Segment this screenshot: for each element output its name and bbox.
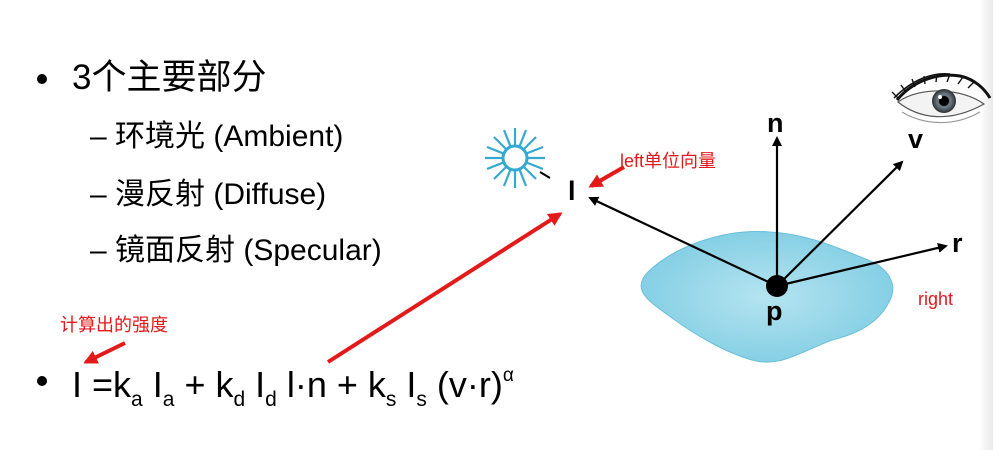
sub-item-diffuse: – 漫反射 (Diffuse) — [90, 180, 326, 210]
formula-Id: I — [245, 364, 266, 405]
formula-eq-k: =k — [82, 364, 132, 405]
formula-sub-a: a — [131, 388, 143, 411]
formula-sub-d: d — [233, 388, 246, 411]
formula-sub-s: s — [416, 388, 427, 411]
formula-Is: I — [396, 364, 417, 405]
formula-I: I — [72, 364, 83, 405]
sub-item-ambient-text: 环境光 (Ambient) — [115, 120, 344, 153]
label-l: l — [568, 176, 576, 206]
eye-icon — [891, 72, 992, 124]
annotation-intensity: 计算出的强度 — [60, 315, 168, 335]
annotation-left-unit-vector: left单位向量 — [620, 151, 717, 171]
formula-plus-kd: + k — [174, 364, 234, 405]
red-arrow-formula-to-l — [326, 212, 563, 364]
annotation-right: right — [918, 289, 954, 309]
surface-patch — [640, 230, 894, 363]
formula-sub-d: d — [265, 388, 277, 411]
formula-alpha: α — [502, 365, 514, 386]
formula-ln-ks: l·n + k — [276, 364, 386, 405]
sub-item-ambient: – 环境光 (Ambient) — [90, 122, 343, 152]
vector-r-arrow — [776, 242, 948, 288]
label-v: v — [908, 124, 923, 154]
sub-item-dash: – — [90, 234, 107, 267]
heading-three-parts: 3个主要部分 — [72, 58, 267, 97]
formula-vr: (v·r) — [426, 364, 503, 405]
bullet-dot-formula — [37, 376, 47, 386]
formula-sub-s: s — [385, 388, 397, 411]
sub-item-dash: – — [90, 120, 107, 153]
vector-v-arrow — [776, 160, 904, 287]
red-arrow-to-l — [588, 165, 625, 188]
sub-item-specular: – 镜面反射 (Specular) — [90, 236, 382, 266]
sub-item-specular-text: 镜面反射 (Specular) — [115, 234, 382, 267]
formula-Ia: I — [142, 364, 163, 405]
formula-sub-a: a — [162, 388, 175, 411]
label-p: p — [766, 296, 783, 326]
bullet-dot-heading — [37, 74, 47, 84]
slide-right-edge-shadow — [979, 0, 993, 450]
sub-item-diffuse-text: 漫反射 (Diffuse) — [115, 178, 327, 211]
phong-formula: I =ka Ia + kd Id l·n + ks Is (v·r)α — [72, 366, 514, 410]
light-ray-segment — [539, 171, 551, 179]
vector-l-arrow — [588, 196, 778, 287]
label-n: n — [767, 108, 784, 138]
point-p-dot — [766, 275, 788, 297]
sub-item-dash: – — [90, 178, 107, 211]
label-r: r — [952, 228, 963, 258]
light-source-icon — [485, 128, 545, 188]
red-arrow-to-I — [83, 341, 126, 364]
